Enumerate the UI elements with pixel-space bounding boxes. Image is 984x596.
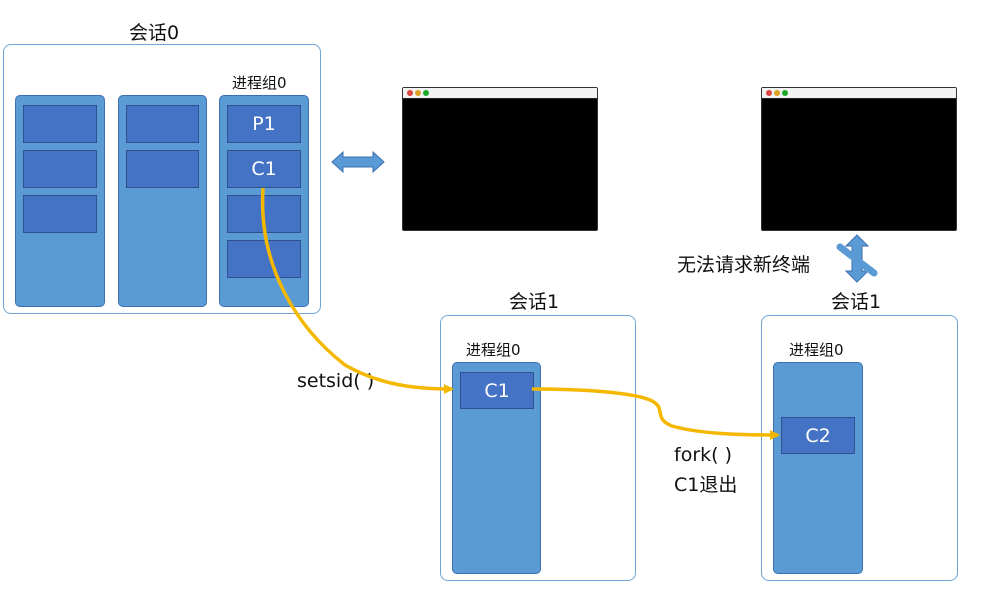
no-terminal-label: 无法请求新终端 xyxy=(677,254,811,276)
session1-mid-title: 会话1 xyxy=(509,291,560,313)
terminal-title-bar xyxy=(403,88,597,99)
close-dot-icon xyxy=(766,90,772,96)
process-block xyxy=(126,150,199,188)
maximize-dot-icon xyxy=(423,90,429,96)
terminal-title-bar xyxy=(762,88,956,99)
maximize-dot-icon xyxy=(782,90,788,96)
session1-right-title: 会话1 xyxy=(831,291,882,313)
process-group-a xyxy=(15,95,105,307)
process-group-0: C2 xyxy=(773,362,863,574)
process-p1: P1 xyxy=(227,105,301,143)
session1-right-group-label: 进程组0 xyxy=(789,341,844,359)
session1-right-box: 进程组0 C2 xyxy=(761,315,958,581)
process-c1: C1 xyxy=(227,150,301,188)
close-dot-icon xyxy=(407,90,413,96)
process-block xyxy=(23,105,97,143)
setsid-flow-arrow xyxy=(260,187,454,394)
c1-exit-label: C1退出 xyxy=(674,474,738,496)
double-arrow-icon xyxy=(331,150,385,174)
fork-flow-arrow xyxy=(531,387,780,440)
session1-mid-box: 进程组0 C1 xyxy=(440,315,636,581)
terminal-window-2 xyxy=(761,87,957,231)
minimize-dot-icon xyxy=(415,90,421,96)
session1-mid-group-label: 进程组0 xyxy=(466,341,521,359)
process-group-b xyxy=(118,95,207,307)
process-block xyxy=(23,195,97,233)
fork-label: fork( ) xyxy=(674,444,732,466)
process-group-0: C1 xyxy=(452,362,541,574)
process-block xyxy=(126,105,199,143)
session0-box: 进程组0 P1 C1 xyxy=(3,44,321,314)
session0-title: 会话0 xyxy=(129,22,180,44)
session0-group-label: 进程组0 xyxy=(232,74,287,92)
process-c2: C2 xyxy=(781,417,855,454)
process-block xyxy=(227,240,301,278)
setsid-label: setsid( ) xyxy=(297,370,375,392)
process-c1: C1 xyxy=(460,372,534,409)
blocked-arrow-icon xyxy=(836,234,878,283)
terminal-window-1 xyxy=(402,87,598,231)
process-block xyxy=(23,150,97,188)
minimize-dot-icon xyxy=(774,90,780,96)
